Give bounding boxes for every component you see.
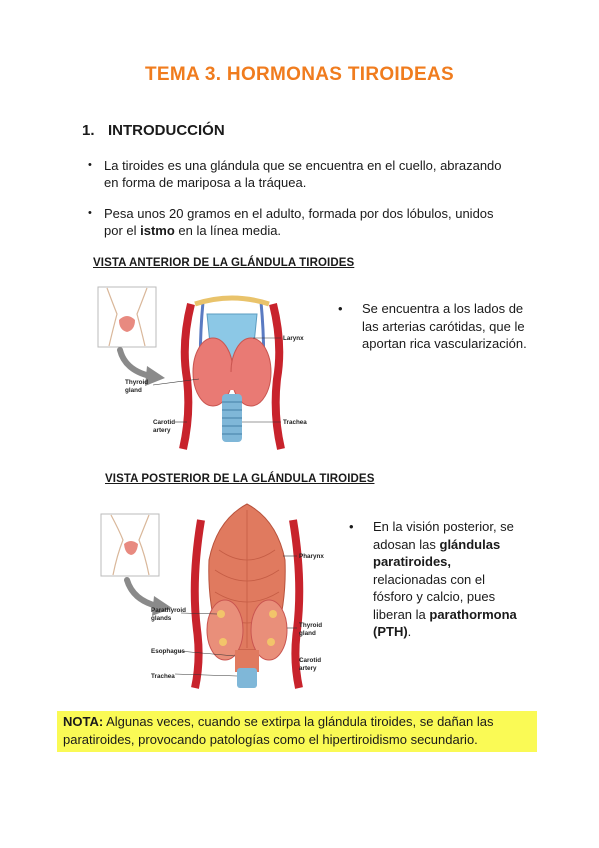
parathyroid-gland — [269, 610, 277, 618]
bullet-item: • Pesa unos 20 gramos en el adulto, form… — [88, 205, 494, 239]
label-thyroid: Thyroid — [125, 379, 148, 386]
label-gland: gland — [299, 630, 316, 637]
posterior-thyroid-figure: Pharynx Parathyroid glands Thyroid gland… — [100, 503, 324, 689]
label-gland: gland — [125, 387, 142, 394]
note-box: NOTA: Algunas veces, cuando se extirpa l… — [57, 711, 537, 752]
label-pharynx: Pharynx — [299, 553, 324, 560]
page-title: TEMA 3. HORMONAS TIROIDEAS — [145, 64, 454, 85]
anterior-thyroid-figure: Larynx Thyroid gland Carotid artery Trac… — [97, 286, 307, 450]
section-title: INTRODUCCIÓN — [108, 122, 225, 139]
esophagus — [235, 650, 259, 672]
bullet-text: en forma de mariposa a la tráquea. — [104, 175, 307, 190]
label-parathyroid: Parathyroid — [151, 607, 186, 614]
label-carotid: Carotid — [299, 657, 321, 664]
bullet-dot: • — [88, 159, 92, 171]
isthmus — [220, 372, 244, 390]
bullet-text: Pesa unos 20 gramos en el adulto, formad… — [104, 206, 494, 221]
label-artery: artery — [153, 427, 171, 434]
label-glands: glands — [151, 615, 172, 622]
anterior-view-heading: VISTA ANTERIOR DE LA GLÁNDULA TIROIDES — [93, 257, 355, 269]
label-larynx: Larynx — [283, 335, 304, 342]
bullet-text: por el istmo en la línea media. — [104, 223, 282, 238]
istmo-term: istmo — [140, 223, 175, 238]
note-text: Algunas veces, cuando se extirpa la glán… — [103, 714, 494, 729]
posterior-side-text: • En la visión posterior, se adosan las … — [349, 519, 517, 639]
inset-thyroid — [124, 541, 138, 555]
inset-thyroid — [119, 316, 135, 332]
posterior-view-heading: VISTA POSTERIOR DE LA GLÁNDULA TIROIDES — [105, 473, 375, 485]
bullet-dot: • — [88, 207, 92, 219]
label-carotid: Carotid — [153, 419, 175, 426]
bullet-text: La tiroides es una glándula que se encue… — [104, 158, 502, 173]
parathyroid-gland — [267, 638, 275, 646]
bullet-item: • La tiroides es una glándula que se enc… — [88, 157, 502, 191]
parathyroid-gland — [217, 610, 225, 618]
bullet-dot: • — [349, 519, 354, 534]
label-trachea: Trachea — [283, 419, 307, 426]
parathyroid-gland — [219, 638, 227, 646]
label-trachea: Trachea — [151, 673, 175, 680]
bullet-dot: • — [338, 301, 343, 316]
thyroid-right-lobe — [250, 599, 288, 661]
trachea — [237, 668, 257, 688]
arrow-icon — [124, 577, 160, 609]
section-heading: 1. INTRODUCCIÓN — [82, 122, 225, 139]
label-esophagus: Esophagus — [151, 648, 185, 655]
note-label: NOTA: — [63, 714, 104, 729]
left-carotid — [190, 519, 205, 689]
arrow-icon — [117, 347, 153, 379]
thyroid-left-lobe — [206, 599, 244, 661]
neck-inset-box — [100, 513, 160, 577]
anterior-side-text: • Se encuentra a los lados de las arteri… — [338, 301, 527, 351]
note-text: paratiroides, provocando patologías como… — [63, 732, 478, 747]
label-artery: artery — [299, 665, 317, 672]
section-number: 1. — [82, 122, 95, 139]
left-carotid — [179, 303, 195, 450]
right-carotid — [289, 519, 304, 689]
label-thyroid: Thyroid — [299, 622, 322, 629]
right-carotid — [269, 303, 285, 450]
